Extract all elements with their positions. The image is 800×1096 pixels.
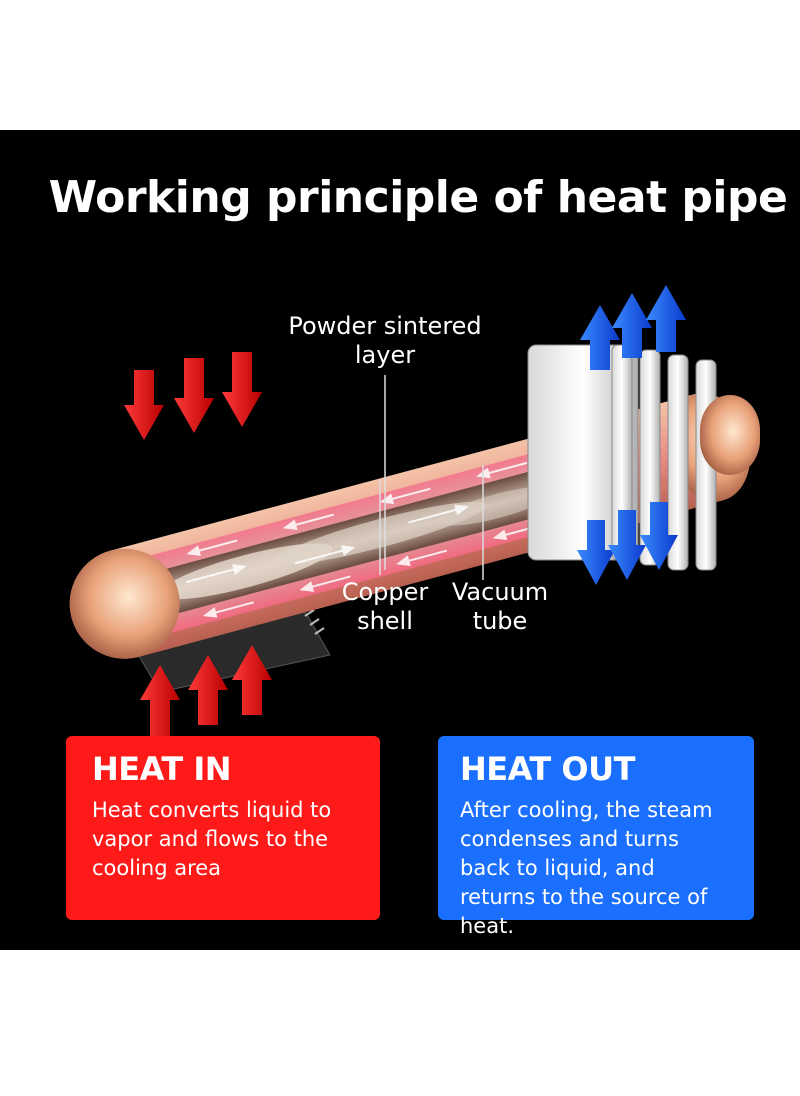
- heat-in-text: Heat converts liquid to vapor and flows …: [92, 798, 332, 880]
- heat-out-text: After cooling, the steam condenses and t…: [460, 798, 713, 938]
- diagram-title: Working principle of heat pipe: [48, 172, 788, 223]
- heat-out-box: HEAT OUT After cooling, the steam conden…: [438, 736, 754, 938]
- cooling-fins: [527, 344, 760, 571]
- heat-pipe-illustration: [69, 285, 760, 740]
- label-powder-sintered-layer: Powder sintered layer: [288, 312, 482, 369]
- label-pointers: [379, 375, 484, 580]
- diagram-panel: Working principle of heat pipe: [0, 130, 800, 950]
- heat-in-heading: HEAT IN: [92, 750, 232, 788]
- label-copper-shell: Copper shell: [341, 578, 429, 635]
- heat-in-arrows-down: [124, 352, 262, 440]
- heat-out-heading: HEAT OUT: [460, 750, 635, 788]
- heat-in-arrows-up: [140, 645, 272, 740]
- heat-in-box: HEAT IN Heat converts liquid to vapor an…: [66, 736, 380, 920]
- heat-out-arrows-up: [580, 285, 686, 370]
- heat-out-arrows-down: [577, 502, 678, 585]
- label-vacuum-tube: Vacuum tube: [451, 578, 549, 635]
